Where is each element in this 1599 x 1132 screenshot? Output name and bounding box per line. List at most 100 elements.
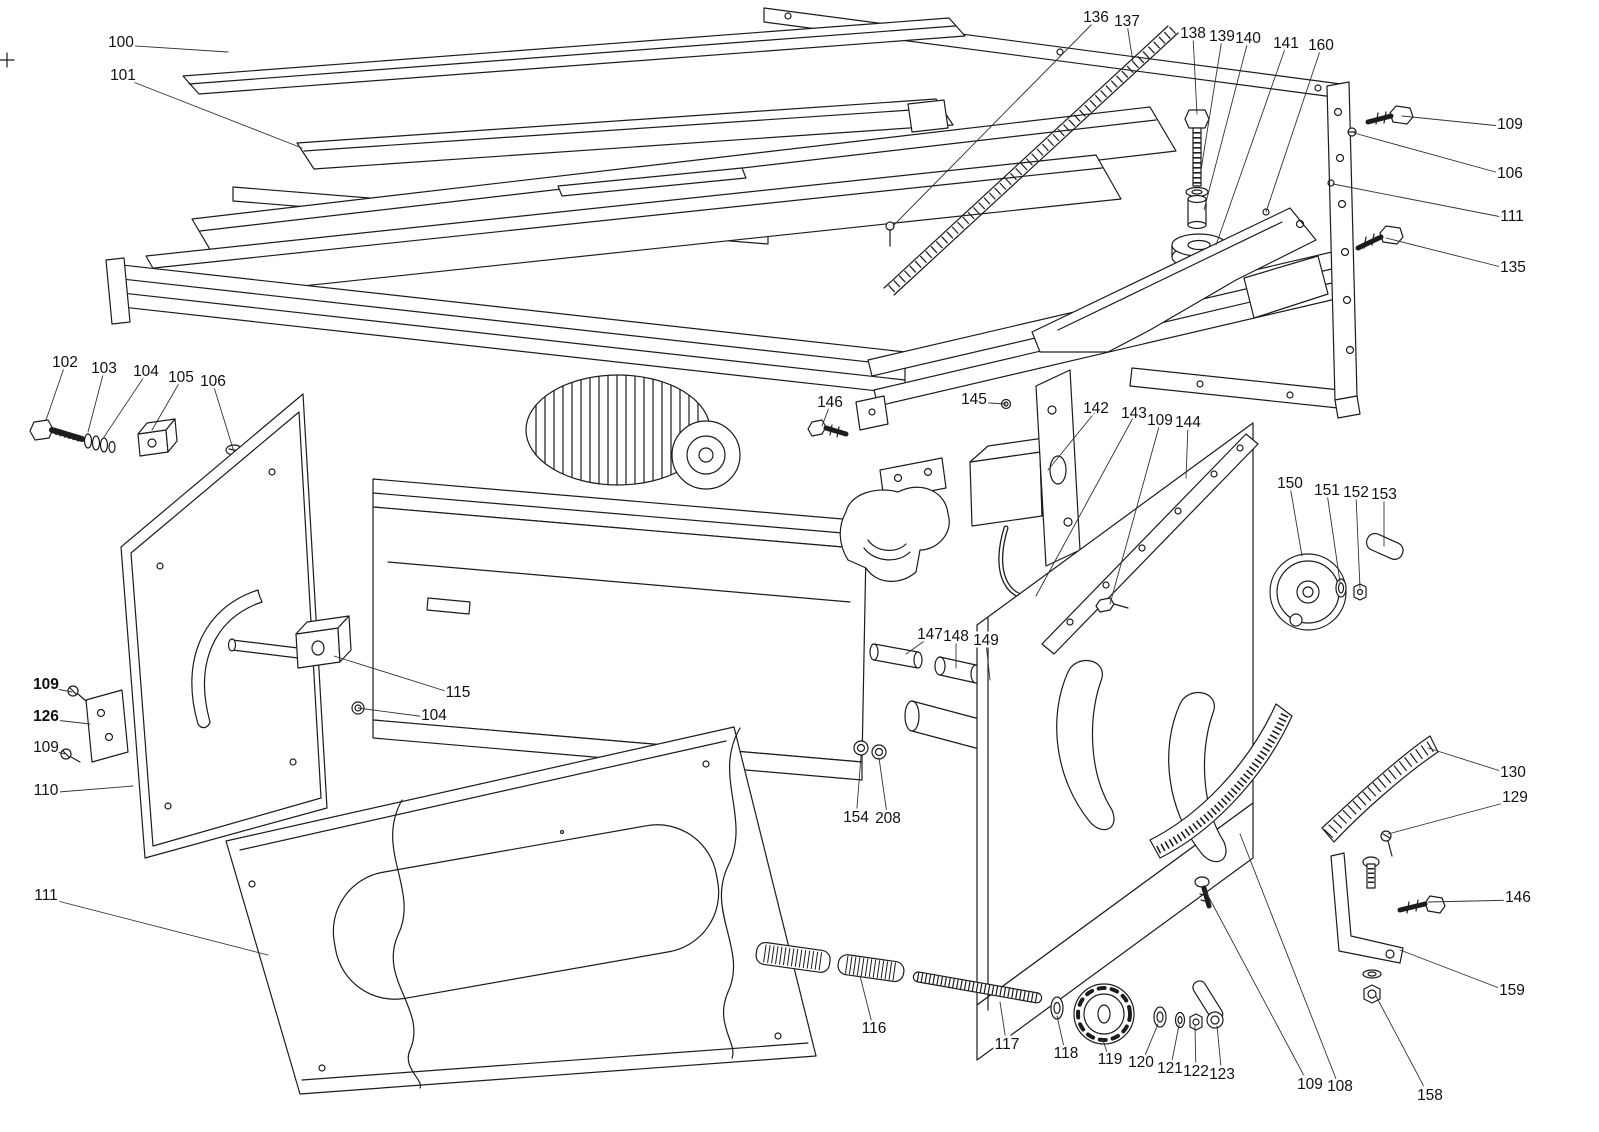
leader-line-145	[973, 401, 1007, 405]
leader-line-150	[1289, 485, 1303, 557]
toothed-quadrant-108	[1149, 703, 1293, 859]
left-side-panel-110	[120, 393, 328, 859]
part-label-149: 149	[973, 632, 999, 649]
part-label-120: 120	[1128, 1054, 1154, 1071]
leader-line-100	[120, 44, 229, 53]
washer-151	[1335, 578, 1347, 598]
part-label-137: 137	[1114, 13, 1140, 30]
part-label-111: 111	[1500, 208, 1524, 225]
part-label-148: 148	[943, 628, 969, 645]
part-label-106: 106	[1497, 165, 1523, 182]
part-label-109: 109	[1297, 1076, 1323, 1093]
table-top-assembly	[105, 17, 1341, 409]
screw-109-skirt	[1194, 876, 1210, 888]
threaded-rod-117	[912, 971, 1043, 1004]
part-label-130: 130	[1500, 764, 1526, 781]
support-bracket-160	[1031, 207, 1329, 353]
block-105	[137, 418, 178, 457]
part-label-150: 150	[1277, 475, 1303, 492]
switch-plate	[1035, 369, 1081, 567]
stray-dot	[559, 829, 565, 835]
leader-line-146	[821, 404, 831, 427]
nut-158	[1363, 984, 1381, 1004]
tilt-saddle	[839, 486, 950, 582]
leader-line-122	[1194, 1025, 1197, 1075]
bolt-109-top-right	[1365, 105, 1414, 125]
leader-line-137	[1126, 23, 1134, 63]
leader-line-103	[87, 370, 105, 433]
leader-line-118	[1056, 1015, 1067, 1057]
part-label-117: 117	[995, 1036, 1020, 1053]
sector-scale-130	[1321, 735, 1439, 857]
leader-line-126	[45, 718, 91, 725]
leader-line-152	[1355, 494, 1361, 589]
leader-line-106	[1353, 132, 1511, 177]
nut-154	[853, 740, 869, 756]
leader-line-109	[45, 686, 73, 693]
leader-line-109	[1204, 889, 1311, 1088]
part-label-147: 147	[917, 626, 943, 643]
part-label-110: 110	[34, 782, 59, 799]
leader-line-160	[1265, 47, 1322, 213]
leader-line-119	[1102, 1039, 1111, 1063]
part-label-153: 153	[1371, 486, 1397, 503]
part-label-123: 123	[1209, 1066, 1235, 1083]
knob-153	[1365, 532, 1404, 560]
leader-line-142	[1047, 410, 1097, 471]
leader-line-140	[1203, 40, 1249, 211]
tilt-bracket-159	[1330, 852, 1446, 1004]
part-label-140: 140	[1235, 30, 1261, 47]
leader-line-105	[151, 379, 182, 431]
clamp-hardware	[755, 941, 1224, 1045]
washer-121	[1174, 1011, 1186, 1029]
washer-stack-103-104	[83, 433, 116, 454]
leader-line-147	[905, 636, 931, 655]
leader-line-144	[1185, 424, 1189, 479]
part-label-145: 145	[961, 391, 987, 408]
leader-line-143	[1035, 415, 1135, 597]
part-label-152: 152	[1343, 484, 1369, 501]
leader-line-158	[1375, 995, 1431, 1099]
part-label-136: 136	[1083, 9, 1109, 26]
leader-line-111	[45, 897, 269, 956]
washer-120	[1153, 1006, 1167, 1028]
leader-line-146	[1427, 899, 1519, 903]
nut-208	[871, 744, 887, 760]
miter-gauge-rail	[883, 25, 1179, 296]
part-label-115: 115	[446, 684, 471, 701]
crop-mark-icon	[0, 52, 15, 68]
part-label-144: 144	[1175, 414, 1201, 431]
part-label-158: 158	[1417, 1087, 1443, 1104]
leader-line-111	[1332, 183, 1513, 220]
leader-line-109	[1109, 422, 1161, 605]
leader-line-123	[1216, 1025, 1223, 1078]
part-label-100: 100	[108, 34, 134, 51]
part-label-119: 119	[1098, 1051, 1123, 1068]
leader-line-208	[878, 757, 889, 822]
bearing-block-115	[295, 627, 341, 669]
leader-line-151	[1326, 492, 1341, 583]
leader-line-110	[45, 785, 134, 794]
bolt-102	[29, 419, 85, 442]
leader-line-139	[1200, 38, 1223, 171]
part-label-121: 121	[1157, 1060, 1183, 1077]
part-label-111: 111	[34, 887, 58, 904]
part-label-143: 143	[1121, 405, 1147, 422]
rear-top-rail	[763, 7, 1342, 99]
bolt-146-left	[807, 419, 827, 437]
leader-line-106	[212, 383, 235, 453]
washer-118	[1050, 996, 1064, 1020]
part-label-159: 159	[1499, 982, 1525, 999]
pin-111	[1327, 179, 1335, 187]
leader-line-115	[333, 655, 459, 696]
leader-line-117	[999, 1001, 1008, 1048]
part-label-103: 103	[91, 360, 117, 377]
part-label-109: 109	[33, 676, 59, 693]
bolt-109-bracket	[1095, 597, 1115, 613]
leader-line-102	[45, 364, 66, 421]
part-label-106: 106	[200, 373, 226, 390]
handwheel-150	[1269, 532, 1404, 631]
leader-line-149	[985, 642, 991, 681]
part-label-146: 146	[1505, 889, 1531, 906]
